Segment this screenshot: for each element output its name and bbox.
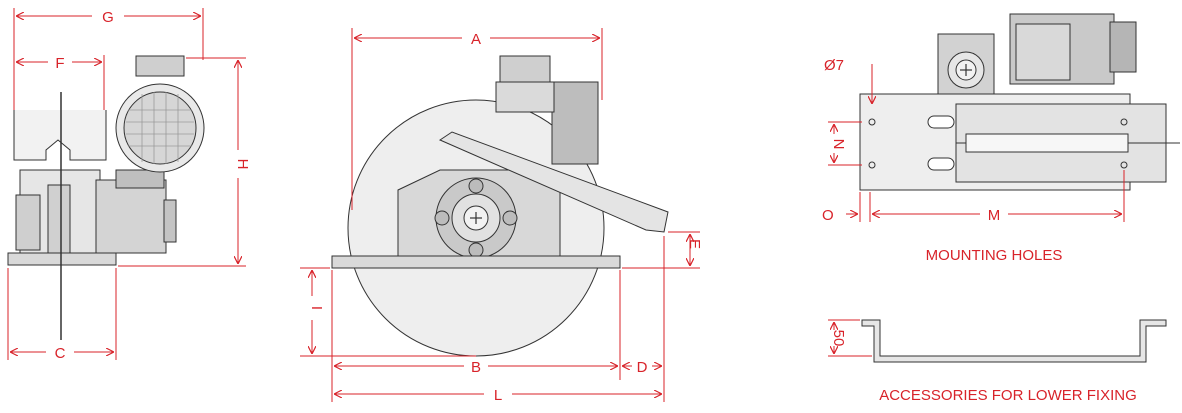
mounting-slot (927, 157, 955, 171)
side-motor-fan-grid (123, 91, 197, 165)
side-motor-box (135, 55, 185, 77)
top-motor-fan (1109, 21, 1137, 73)
side-dimensions: G F H C (7, 8, 251, 362)
dim-label-E: E (686, 239, 703, 249)
dim-label-A: A (471, 31, 481, 48)
dim-label-50: 50 (830, 330, 847, 347)
front-view (331, 55, 669, 357)
dim-label-M: M (988, 207, 1001, 224)
accessory-bracket: 50 ACCESSORIES FOR LOWER FIXING (828, 319, 1167, 404)
front-gear-top (495, 81, 555, 113)
front-guide-arm (438, 131, 669, 233)
front-base-plate (331, 255, 621, 269)
side-motor-grid-lines (126, 92, 194, 164)
dim-label-H: H (234, 159, 251, 170)
front-motor-body (551, 81, 599, 165)
dim-label-B: B (471, 359, 481, 376)
side-flange-left (15, 194, 41, 251)
dim-label-L: L (494, 387, 502, 404)
top-hose-channel (965, 133, 1129, 153)
mounting-slot (927, 115, 955, 129)
caption-mounting-holes: MOUNTING HOLES (926, 247, 1063, 264)
front-motor-box (499, 55, 551, 83)
side-gearbox-cap (163, 199, 177, 243)
dim-label-hole: Ø7 (824, 57, 844, 74)
caption-accessories: ACCESSORIES FOR LOWER FIXING (879, 387, 1137, 404)
front-dimensions: A E I B D L (300, 28, 703, 404)
dim-label-N: N (830, 139, 847, 150)
top-dimensions: Ø7 N O M MOUNTING HOLES (822, 57, 1125, 264)
dim-label-I: I (308, 306, 325, 310)
front-bolt (468, 242, 484, 258)
front-bolt (468, 178, 484, 194)
front-bolt (502, 210, 518, 226)
side-gearbox (95, 179, 167, 254)
side-view (7, 55, 205, 340)
bracket-profile (861, 319, 1167, 363)
side-base-plate (7, 252, 117, 266)
side-hose-guide (13, 110, 107, 161)
dim-label-G: G (102, 9, 114, 26)
dim-label-F: F (55, 55, 64, 72)
side-gearbox-top (115, 169, 165, 189)
top-motor-box (1015, 23, 1071, 81)
dim-label-O: O (822, 207, 834, 224)
side-hub (47, 184, 71, 254)
front-bolt (434, 210, 450, 226)
mounting-holes (868, 118, 1128, 169)
dim-label-D: D (637, 359, 648, 376)
dim-label-C: C (55, 345, 66, 362)
top-view (859, 13, 1180, 191)
